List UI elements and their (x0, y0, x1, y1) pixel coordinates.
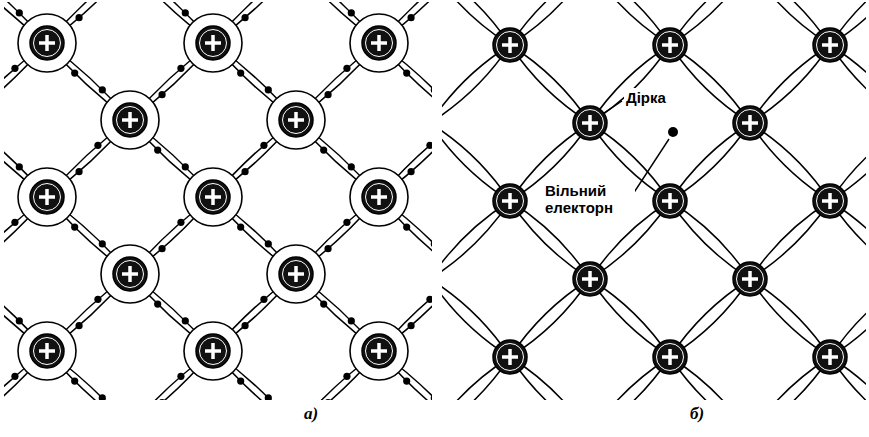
electron-dot (260, 142, 267, 149)
electron-dot (426, 142, 432, 149)
electron-dot (407, 168, 414, 175)
ion-symbol (267, 91, 325, 149)
ion-symbol (350, 168, 408, 226)
electron-dot (320, 146, 327, 153)
ion-symbol (813, 340, 847, 374)
electron-dot (71, 69, 78, 76)
electron-dot (16, 9, 23, 16)
electron-dot (71, 377, 78, 384)
electron-dot (431, 240, 432, 247)
electron-dot (154, 146, 161, 153)
electron-dot (343, 373, 350, 380)
electron-dot (348, 9, 355, 16)
panel-letter: а) (302, 403, 320, 425)
electron-dot (71, 223, 78, 230)
electron-dot (426, 296, 432, 303)
electron-dot (343, 219, 350, 226)
crystal-lattice (442, 2, 866, 400)
electron-dot (75, 14, 82, 21)
electron-dot (403, 69, 410, 76)
ion-symbol (101, 91, 159, 149)
ion-symbol (184, 168, 242, 226)
electron-dot (241, 322, 248, 329)
electron-dot (177, 65, 184, 72)
electron-dot (237, 223, 244, 230)
electron-dot (75, 322, 82, 329)
ion-symbol (18, 14, 76, 72)
ion-symbol (184, 322, 242, 380)
electron-dot (407, 14, 414, 21)
electron-dot (94, 296, 101, 303)
electron-dot (16, 163, 23, 170)
electron-dot (348, 163, 355, 170)
electron-dot (177, 373, 184, 380)
electron-dot (431, 86, 432, 93)
electron-dot (260, 296, 267, 303)
ion-symbol (653, 340, 687, 374)
ion-symbol (573, 262, 607, 296)
ion-symbol (493, 28, 527, 62)
ion-symbol (733, 106, 767, 140)
electron-dot (237, 69, 244, 76)
electron-dot (348, 317, 355, 324)
ion-symbol (184, 14, 242, 72)
electron-dot (324, 399, 331, 400)
electron-dot (99, 240, 106, 247)
free-electron-label: Вільний електорн (543, 181, 635, 218)
electron-dot (99, 394, 106, 400)
ion-symbol (350, 14, 408, 72)
crystal-lattice (4, 2, 432, 400)
ion-symbol (350, 322, 408, 380)
electron-dot (407, 322, 414, 329)
electron-dot (265, 240, 272, 247)
electron-dot (324, 245, 331, 252)
free-electron (668, 127, 678, 137)
electron-dot (75, 168, 82, 175)
electron-dot (237, 377, 244, 384)
ion-symbol (493, 184, 527, 218)
leader-line (633, 139, 669, 194)
ion-symbol (18, 168, 76, 226)
electron-dot (154, 300, 161, 307)
electron-dot (94, 142, 101, 149)
electron-dot (320, 300, 327, 307)
electron-dot (241, 14, 248, 21)
electron-dot (11, 219, 18, 226)
electron-dot (99, 86, 106, 93)
ion-symbol (267, 245, 325, 303)
electron-dot (11, 65, 18, 72)
hole-label: Дірка (624, 88, 668, 107)
electron-dot (265, 86, 272, 93)
electron-dot (265, 394, 272, 400)
electron-dot (431, 394, 432, 400)
ion-symbol (813, 28, 847, 62)
electron-dot (11, 373, 18, 380)
electron-dot (16, 317, 23, 324)
electron-dot (182, 317, 189, 324)
electron-dot (343, 65, 350, 72)
electron-dot (182, 163, 189, 170)
electron-dot (158, 245, 165, 252)
electron-dot (324, 91, 331, 98)
ion-symbol (813, 184, 847, 218)
ion-symbol (493, 340, 527, 374)
electron-dot (403, 223, 410, 230)
electron-dot (158, 91, 165, 98)
electron-dot (158, 399, 165, 400)
electron-dot (403, 377, 410, 384)
panel-letter: б) (688, 403, 706, 425)
ion-symbol (573, 106, 607, 140)
ion-symbol (101, 245, 159, 303)
ion-symbol (653, 28, 687, 62)
electron-dot (241, 168, 248, 175)
ion-symbol (733, 262, 767, 296)
ion-symbol (653, 184, 687, 218)
leader-line (604, 101, 622, 113)
electron-dot (177, 219, 184, 226)
electron-dot (182, 9, 189, 16)
ion-symbol (18, 322, 76, 380)
